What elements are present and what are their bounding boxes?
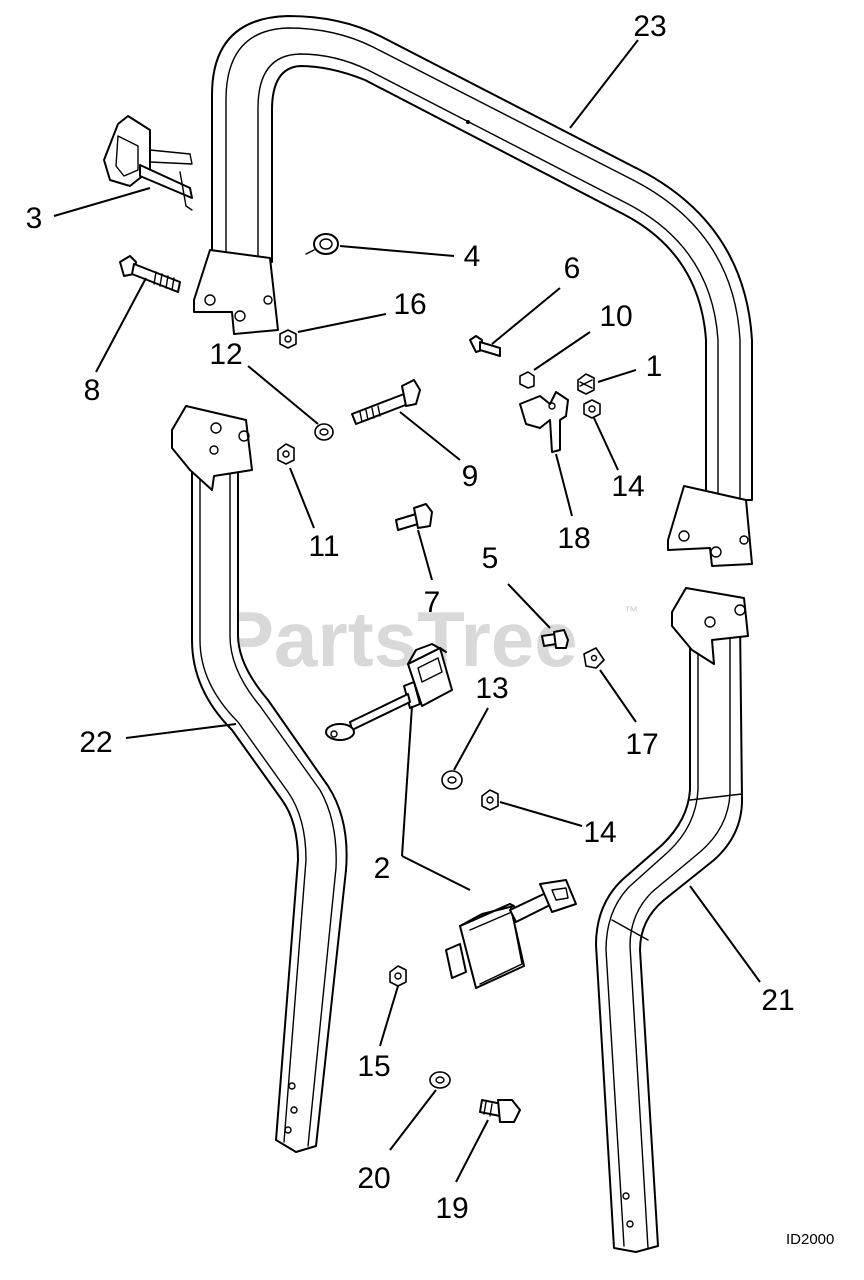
callout-20: 20 [357, 1162, 390, 1195]
leader-22 [125, 723, 237, 739]
leader-4 [339, 245, 455, 257]
part-11-nut[interactable] [277, 443, 295, 465]
part-14-nut-upper[interactable] [583, 399, 601, 419]
callout-8: 8 [84, 374, 101, 407]
leader-10 [533, 331, 591, 371]
leader-2a [401, 705, 413, 857]
part-22-left-lower-rollbar[interactable] [171, 405, 348, 1153]
leader-14b [499, 801, 583, 827]
part-5-bolt[interactable] [541, 629, 569, 649]
callout-4: 4 [464, 240, 481, 273]
part-7-bolt[interactable] [395, 503, 433, 531]
leader-15 [379, 985, 399, 1047]
part-19-bolt[interactable] [479, 1099, 521, 1123]
callout-1: 1 [646, 350, 663, 383]
leader-11 [289, 467, 315, 529]
leader-8 [95, 277, 147, 373]
part-6-bolt[interactable] [469, 335, 501, 357]
leader-12 [247, 365, 319, 425]
callout-5: 5 [482, 542, 499, 575]
callout-21: 21 [761, 984, 794, 1017]
callout-14-lower: 14 [583, 816, 616, 849]
part-13-washer[interactable] [441, 770, 463, 790]
callout-22: 22 [79, 726, 112, 759]
leader-23 [569, 39, 639, 129]
watermark-trademark: ™ [624, 603, 638, 619]
leader-20 [389, 1089, 437, 1151]
leader-3 [53, 187, 151, 217]
callout-6: 6 [564, 252, 581, 285]
callout-12: 12 [209, 338, 242, 371]
leader-16 [297, 313, 387, 333]
part-2-seat-belt[interactable] [325, 643, 577, 989]
part-10-spacer[interactable] [519, 371, 535, 389]
callout-9: 9 [462, 460, 479, 493]
leader-19 [455, 1119, 489, 1183]
callout-17: 17 [625, 728, 658, 761]
leader-lines [53, 39, 761, 1183]
part-21-right-lower-rollbar[interactable] [595, 587, 749, 1253]
part-4-knob-pin[interactable] [305, 233, 339, 255]
leader-17 [599, 669, 637, 723]
part-15-nut[interactable] [389, 965, 407, 987]
leader-2b [401, 855, 471, 891]
leader-5 [507, 583, 551, 629]
callout-3: 3 [26, 202, 43, 235]
part-12-washer[interactable] [314, 423, 334, 441]
leader-21 [689, 885, 761, 983]
image-id-label: ID2000 [786, 1231, 834, 1248]
part-16-nut[interactable] [279, 329, 297, 349]
part-8-bolt[interactable] [119, 255, 181, 293]
leader-7 [417, 529, 433, 581]
leader-9 [399, 411, 461, 461]
callout-15: 15 [357, 1050, 390, 1083]
part-23-upper-rollbar[interactable] [193, 15, 753, 567]
part-1-nut[interactable] [577, 373, 595, 395]
callout-16: 16 [393, 288, 426, 321]
part-18-latch-bracket[interactable] [519, 391, 569, 453]
leader-18 [555, 453, 573, 517]
leader-14a [593, 417, 619, 471]
callout-13: 13 [475, 672, 508, 705]
callout-10: 10 [599, 300, 632, 333]
callout-2: 2 [374, 852, 391, 885]
part-20-washer[interactable] [429, 1071, 451, 1089]
callout-14-upper: 14 [611, 470, 644, 503]
callout-7: 7 [424, 586, 441, 619]
leader-13 [453, 707, 489, 771]
callout-23: 23 [633, 10, 666, 43]
leader-1 [597, 369, 637, 383]
callout-19: 19 [435, 1192, 468, 1225]
callout-18: 18 [557, 522, 590, 555]
part-9-bolt[interactable] [351, 379, 421, 425]
watermark-text: PartsTree [222, 595, 578, 683]
part-14-nut-lower[interactable] [481, 789, 499, 811]
part-3-hitch-pin[interactable] [103, 115, 193, 211]
callout-11: 11 [308, 530, 339, 563]
callout-labels: 23 3 4 6 16 10 12 1 8 9 14 18 11 5 7 13 … [26, 10, 795, 1225]
part-17-clip[interactable] [583, 647, 605, 669]
leader-6 [491, 287, 561, 345]
